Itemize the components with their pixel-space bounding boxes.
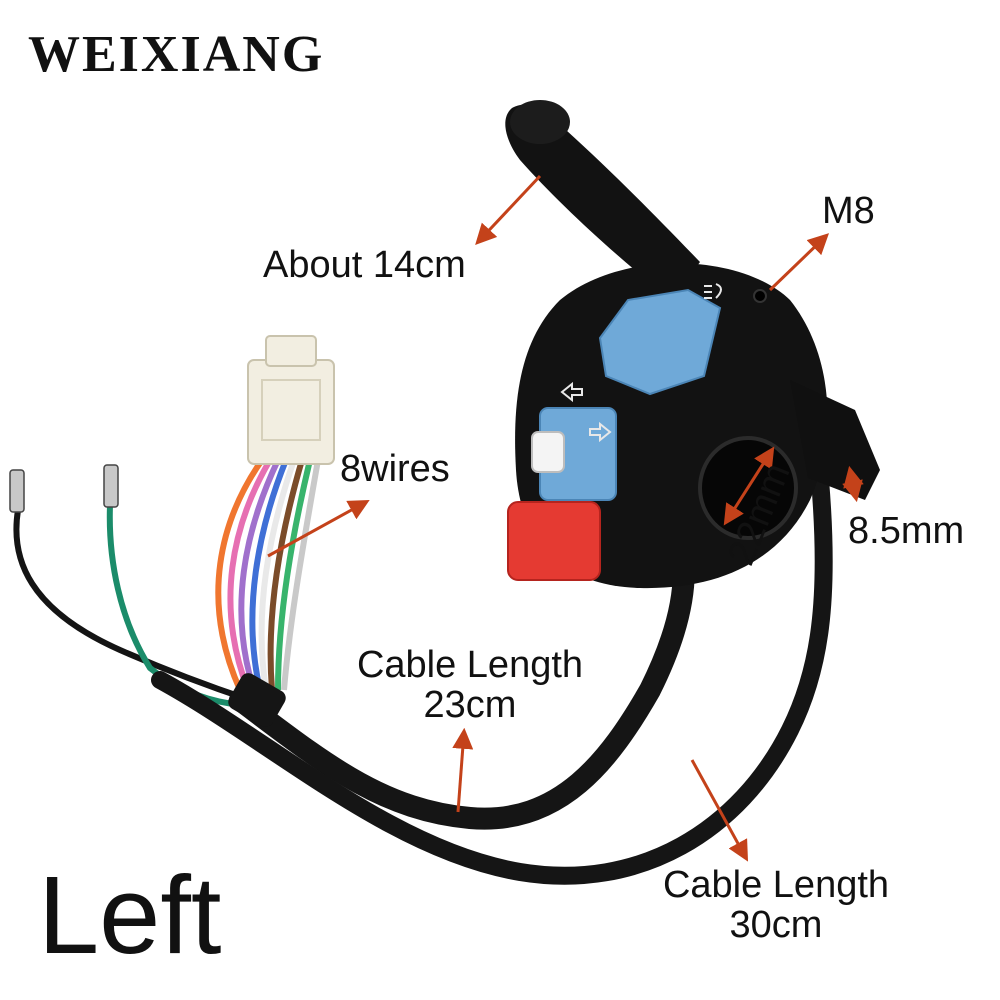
horn-button[interactable] bbox=[507, 501, 601, 581]
diameter-arrow bbox=[723, 446, 775, 526]
dimension-arrows bbox=[267, 174, 864, 862]
mount-width-arrow bbox=[842, 465, 864, 503]
cable-23-title: Cable Length bbox=[356, 644, 584, 686]
bolt-hole bbox=[753, 289, 767, 303]
cable-30-title: Cable Length bbox=[662, 864, 890, 906]
switch-housing bbox=[507, 263, 880, 589]
bolt-arrow bbox=[768, 233, 830, 292]
headlight-icon bbox=[704, 283, 722, 299]
side-label: Left bbox=[38, 854, 222, 977]
right-arrow-icon bbox=[589, 421, 612, 443]
headlight-switch-button[interactable] bbox=[598, 288, 722, 396]
cables bbox=[151, 471, 833, 885]
lever-length-arrow bbox=[475, 174, 542, 246]
cable-23-value: 23cm bbox=[423, 683, 517, 726]
wire-count-label: 8wires bbox=[340, 448, 450, 490]
wire-bundle bbox=[215, 335, 335, 692]
lever-length-label: About 14cm bbox=[263, 244, 466, 286]
turn-signal-knob[interactable] bbox=[531, 431, 565, 473]
connector-plug bbox=[247, 359, 335, 465]
loose-wires bbox=[9, 464, 256, 709]
cable-30-value: 30cm bbox=[729, 903, 823, 946]
left-arrow-icon bbox=[560, 381, 583, 403]
wires-arrow bbox=[267, 499, 370, 558]
cable-23-arrow bbox=[452, 727, 474, 813]
brake-lever bbox=[505, 100, 700, 301]
mount-width-label: 8.5mm bbox=[848, 510, 965, 552]
cable-23-label: Cable Length 23cm bbox=[338, 644, 602, 726]
cable-30-arrow bbox=[690, 759, 749, 862]
bolt-size-label: M8 bbox=[822, 190, 875, 232]
cable-30-label: Cable Length 30cm bbox=[644, 864, 908, 946]
brand-logo: WEIXIANG bbox=[28, 26, 325, 83]
